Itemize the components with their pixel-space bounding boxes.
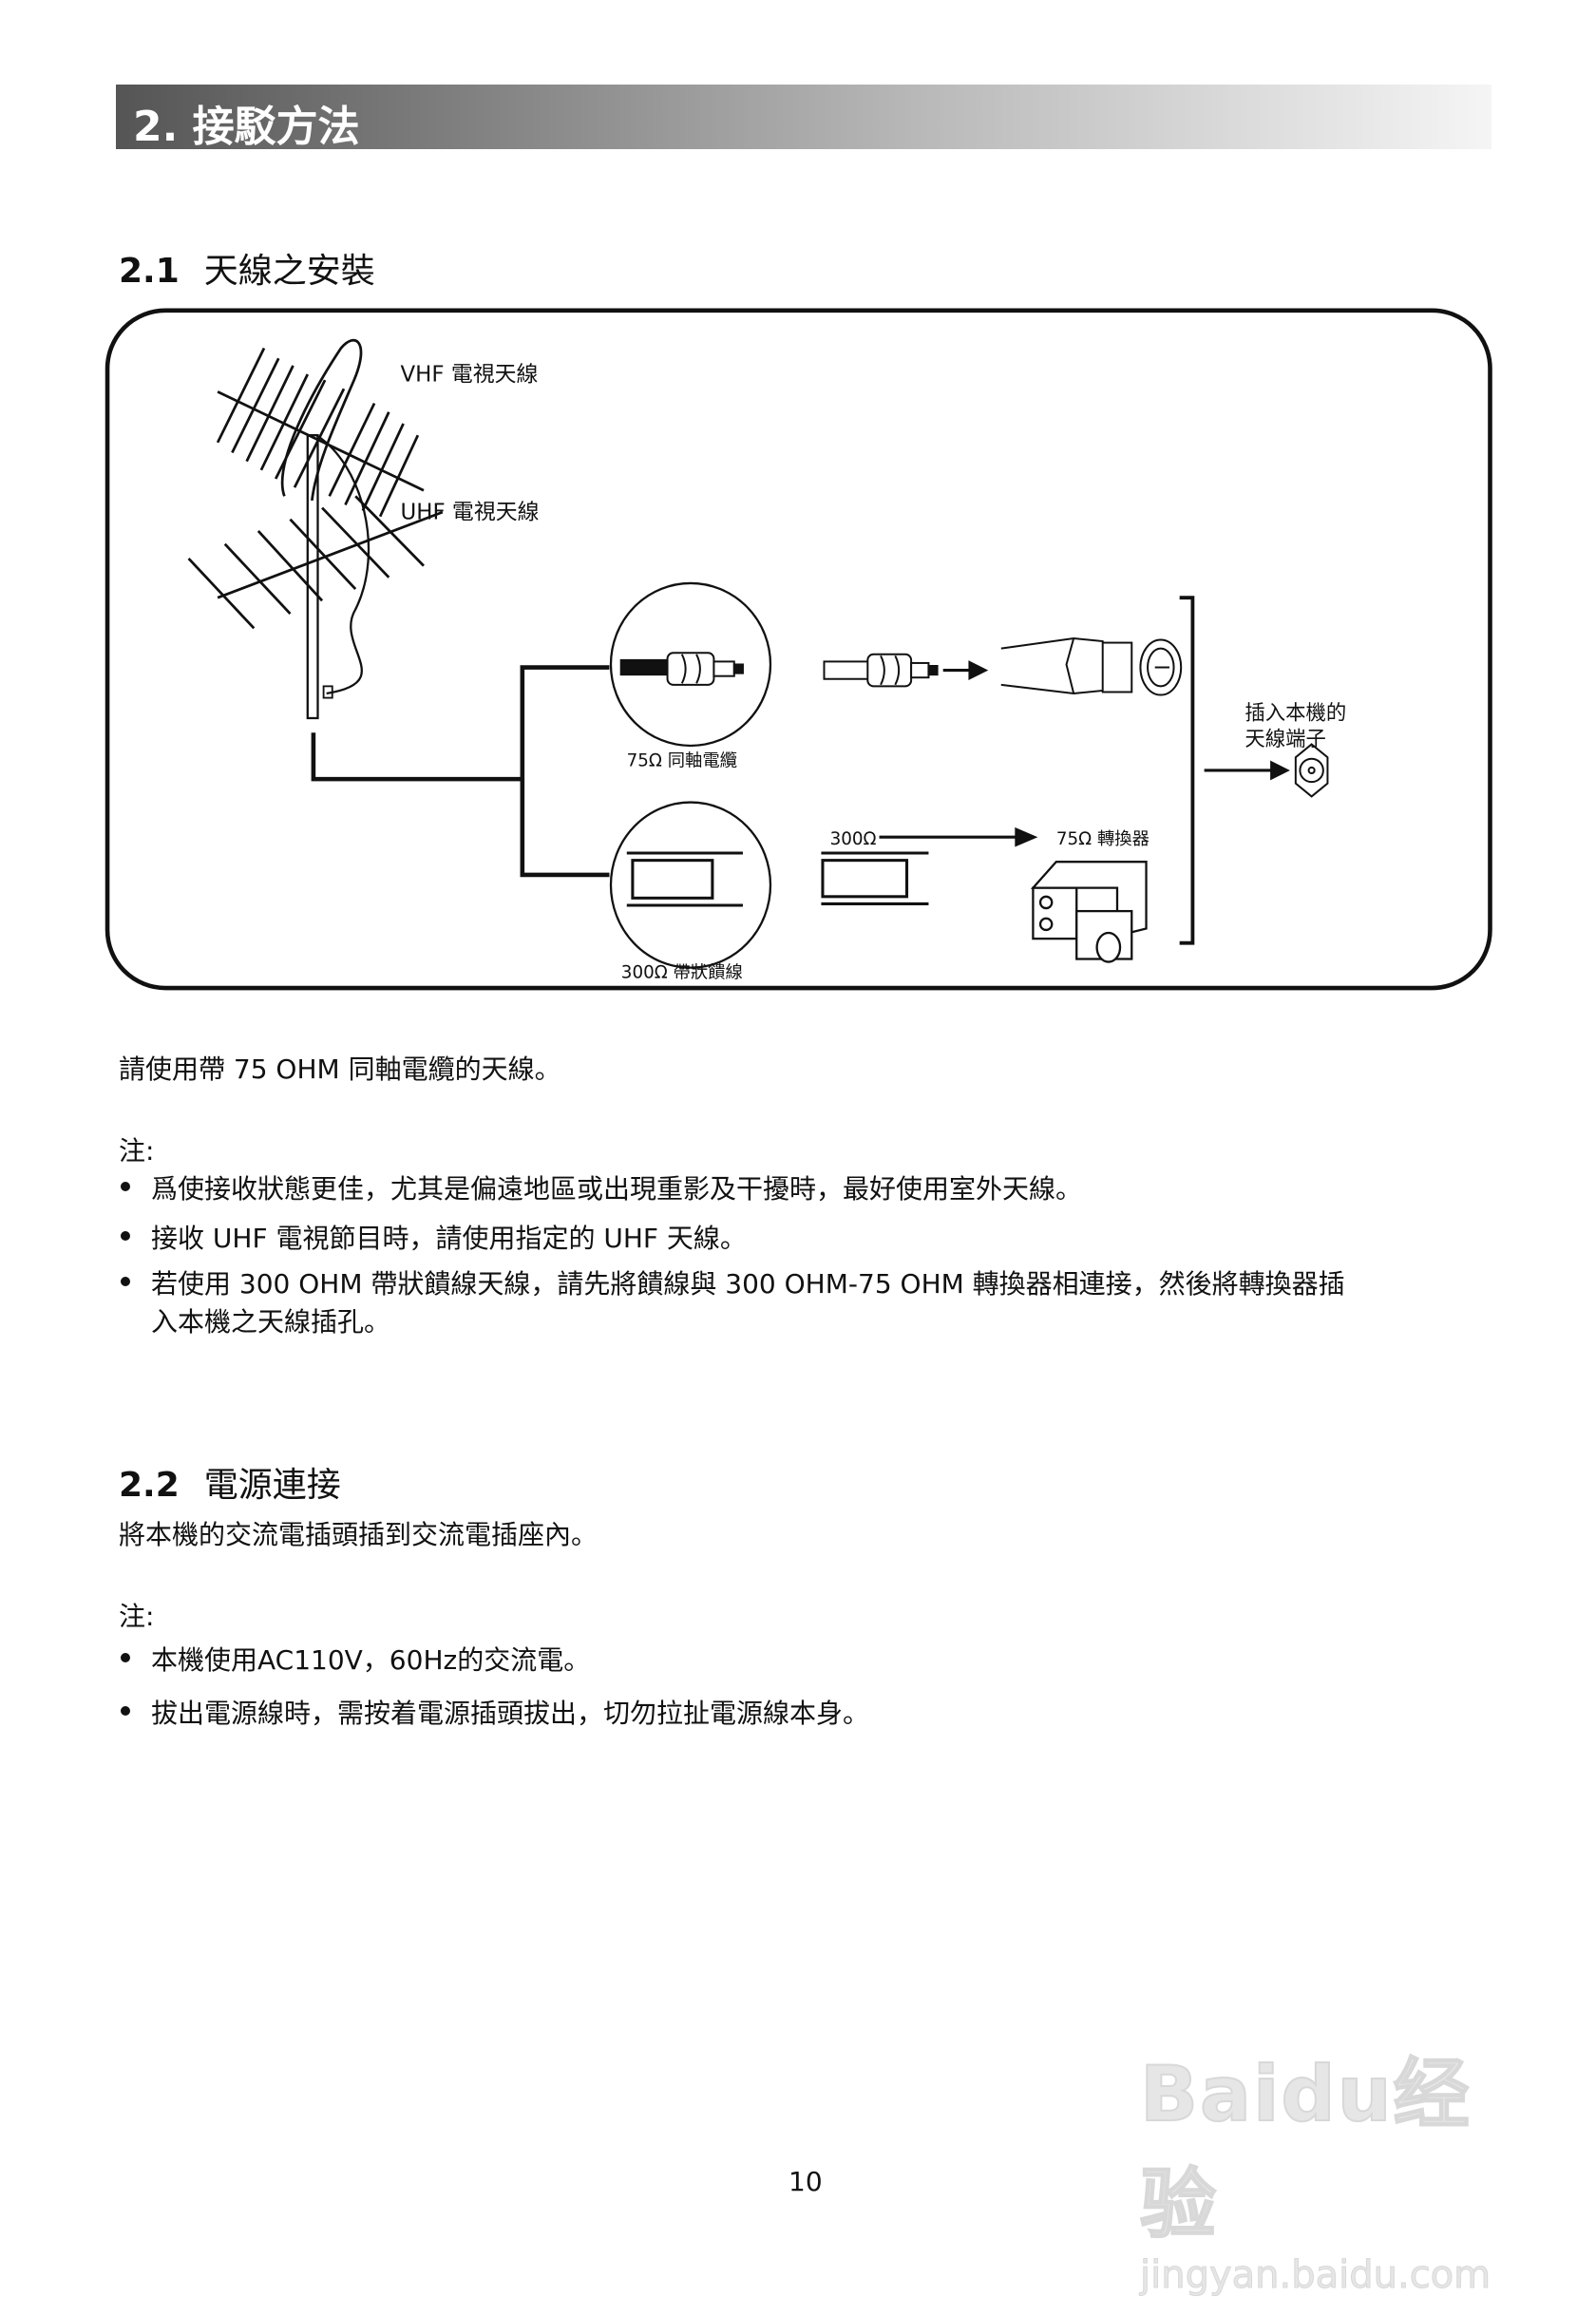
- note-label: 注:: [119, 1135, 155, 1167]
- watermark-url: jingyan.baidu.com: [1140, 2253, 1492, 2297]
- note-list: 爲使接收狀態更佳，尤其是偏遠地區或出現重影及干擾時，最好使用室外天線。 接收 U…: [119, 1168, 1345, 1339]
- ribbon-label: 300Ω 帶狀饋線: [621, 962, 743, 982]
- section-number: 2.2: [119, 1466, 180, 1505]
- arrow-icon: [879, 826, 1038, 847]
- section-title: 天線之安裝: [203, 252, 375, 291]
- page-number: 10: [788, 2166, 823, 2197]
- note-item: 本機使用AC110V，60Hz的交流電。: [119, 1640, 869, 1678]
- plug-label-1: 插入本機的: [1244, 702, 1346, 726]
- vhf-antenna-label: VHF 電視天線: [401, 363, 539, 388]
- arrow-icon: [942, 660, 989, 680]
- power-note-list: 本機使用AC110V，60Hz的交流電。 拔出電源線時，需按着電源插頭拔出，切勿…: [119, 1640, 869, 1731]
- uhf-antenna-label: UHF 電視天線: [401, 501, 540, 525]
- diagram-frame: [104, 308, 1492, 991]
- bracket: [1179, 596, 1195, 945]
- plug-label-2: 天線端子: [1244, 728, 1326, 751]
- power-intro: 將本機的交流電插頭插到交流電插座內。: [119, 1519, 598, 1550]
- ribbon-cable-icon-2: [821, 851, 929, 905]
- baidu-watermark: Baidu经验 jingyan.baidu.com: [1139, 2033, 1520, 2297]
- section-heading-2-2: 2.2 電源連接: [119, 1457, 341, 1507]
- antenna-icon: [187, 338, 444, 720]
- chapter-title: 2. 接駁方法: [133, 103, 360, 151]
- note-item-continuation: 入本機之天線插孔。: [151, 1306, 391, 1338]
- ribbon-cable-icon: [626, 851, 743, 907]
- converter-icon: [1030, 861, 1148, 963]
- note-item: 爲使接收狀態更佳，尤其是偏遠地區或出現重影及干擾時，最好使用室外天線。: [119, 1168, 1345, 1206]
- watermark-logo: Baidu经验: [1139, 2049, 1472, 2250]
- antenna-intro: 請使用帶 75 OHM 同軸電纜的天線。: [119, 1054, 561, 1085]
- chapter-header-bar: 2. 接駁方法: [116, 85, 1492, 151]
- note-item: 若使用 300 OHM 帶狀饋線天線，請先將饋線與 300 OHM-75 OHM…: [119, 1263, 1345, 1301]
- f-connector-icon: [1000, 636, 1183, 696]
- coax-cable-icon-2: [823, 653, 939, 688]
- ohm300-label: 300Ω: [830, 829, 877, 849]
- cable-lines: [311, 665, 610, 878]
- section-heading-2-1: 2.1 天線之安裝: [119, 243, 375, 293]
- arrow-icon: [1204, 760, 1290, 781]
- coax-label: 75Ω 同軸電纜: [627, 750, 737, 770]
- section-title: 電源連接: [203, 1466, 341, 1505]
- note-item: 拔出電源線時，需按着電源插頭拔出，切勿拉扯電源線本身。: [119, 1693, 869, 1731]
- antenna-socket-icon: [1294, 743, 1329, 798]
- converter-label: 75Ω 轉換器: [1056, 829, 1150, 849]
- section-number: 2.1: [119, 252, 180, 291]
- note-item: 接收 UHF 電視節目時，請使用指定的 UHF 天線。: [119, 1218, 1345, 1256]
- coax-cable-icon: [619, 652, 744, 686]
- note-label: 注:: [119, 1601, 155, 1632]
